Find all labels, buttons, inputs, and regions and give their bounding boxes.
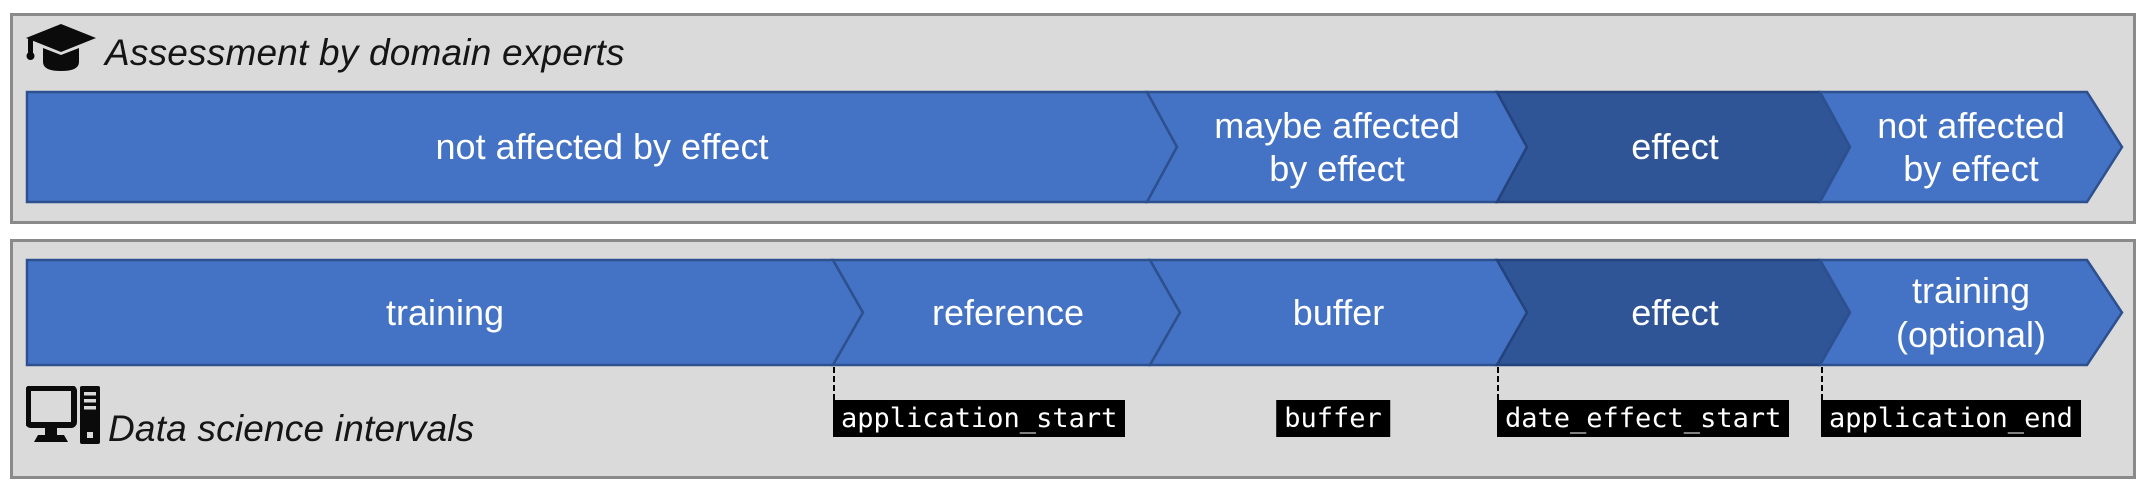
dash-guide-application-start xyxy=(833,367,835,400)
data-science-bar xyxy=(25,258,2124,367)
segment-reference-shape xyxy=(830,258,1182,367)
computer-icon xyxy=(26,386,100,444)
segment-effect-expert-shape xyxy=(1494,90,1852,204)
dash-guide-application-end xyxy=(1821,367,1823,400)
segment-not-affected-2-shape xyxy=(1817,90,2124,204)
marker-date-effect-start: date_effect_start xyxy=(1497,400,1790,437)
dash-guide-date-effect-start xyxy=(1497,367,1499,400)
segment-effect-ds-shape xyxy=(1494,258,1852,367)
data-science-panel-title: Data science intervals xyxy=(108,408,475,449)
marker-application-start: application_start xyxy=(833,400,1126,437)
marker-buffer: buffer xyxy=(1276,400,1390,437)
segment-buffer-shape xyxy=(1147,258,1529,367)
marker-application-end: application_end xyxy=(1821,400,2081,437)
segment-training-shape xyxy=(25,258,865,367)
segment-maybe-affected-shape xyxy=(1144,90,1529,204)
graduation-cap-icon xyxy=(26,24,96,71)
expert-panel-title: Assessment by domain experts xyxy=(105,32,625,73)
segment-training-optional-shape xyxy=(1817,258,2124,367)
segment-not-affected-1-shape xyxy=(25,90,1179,204)
expert-assessment-bar xyxy=(25,90,2124,204)
